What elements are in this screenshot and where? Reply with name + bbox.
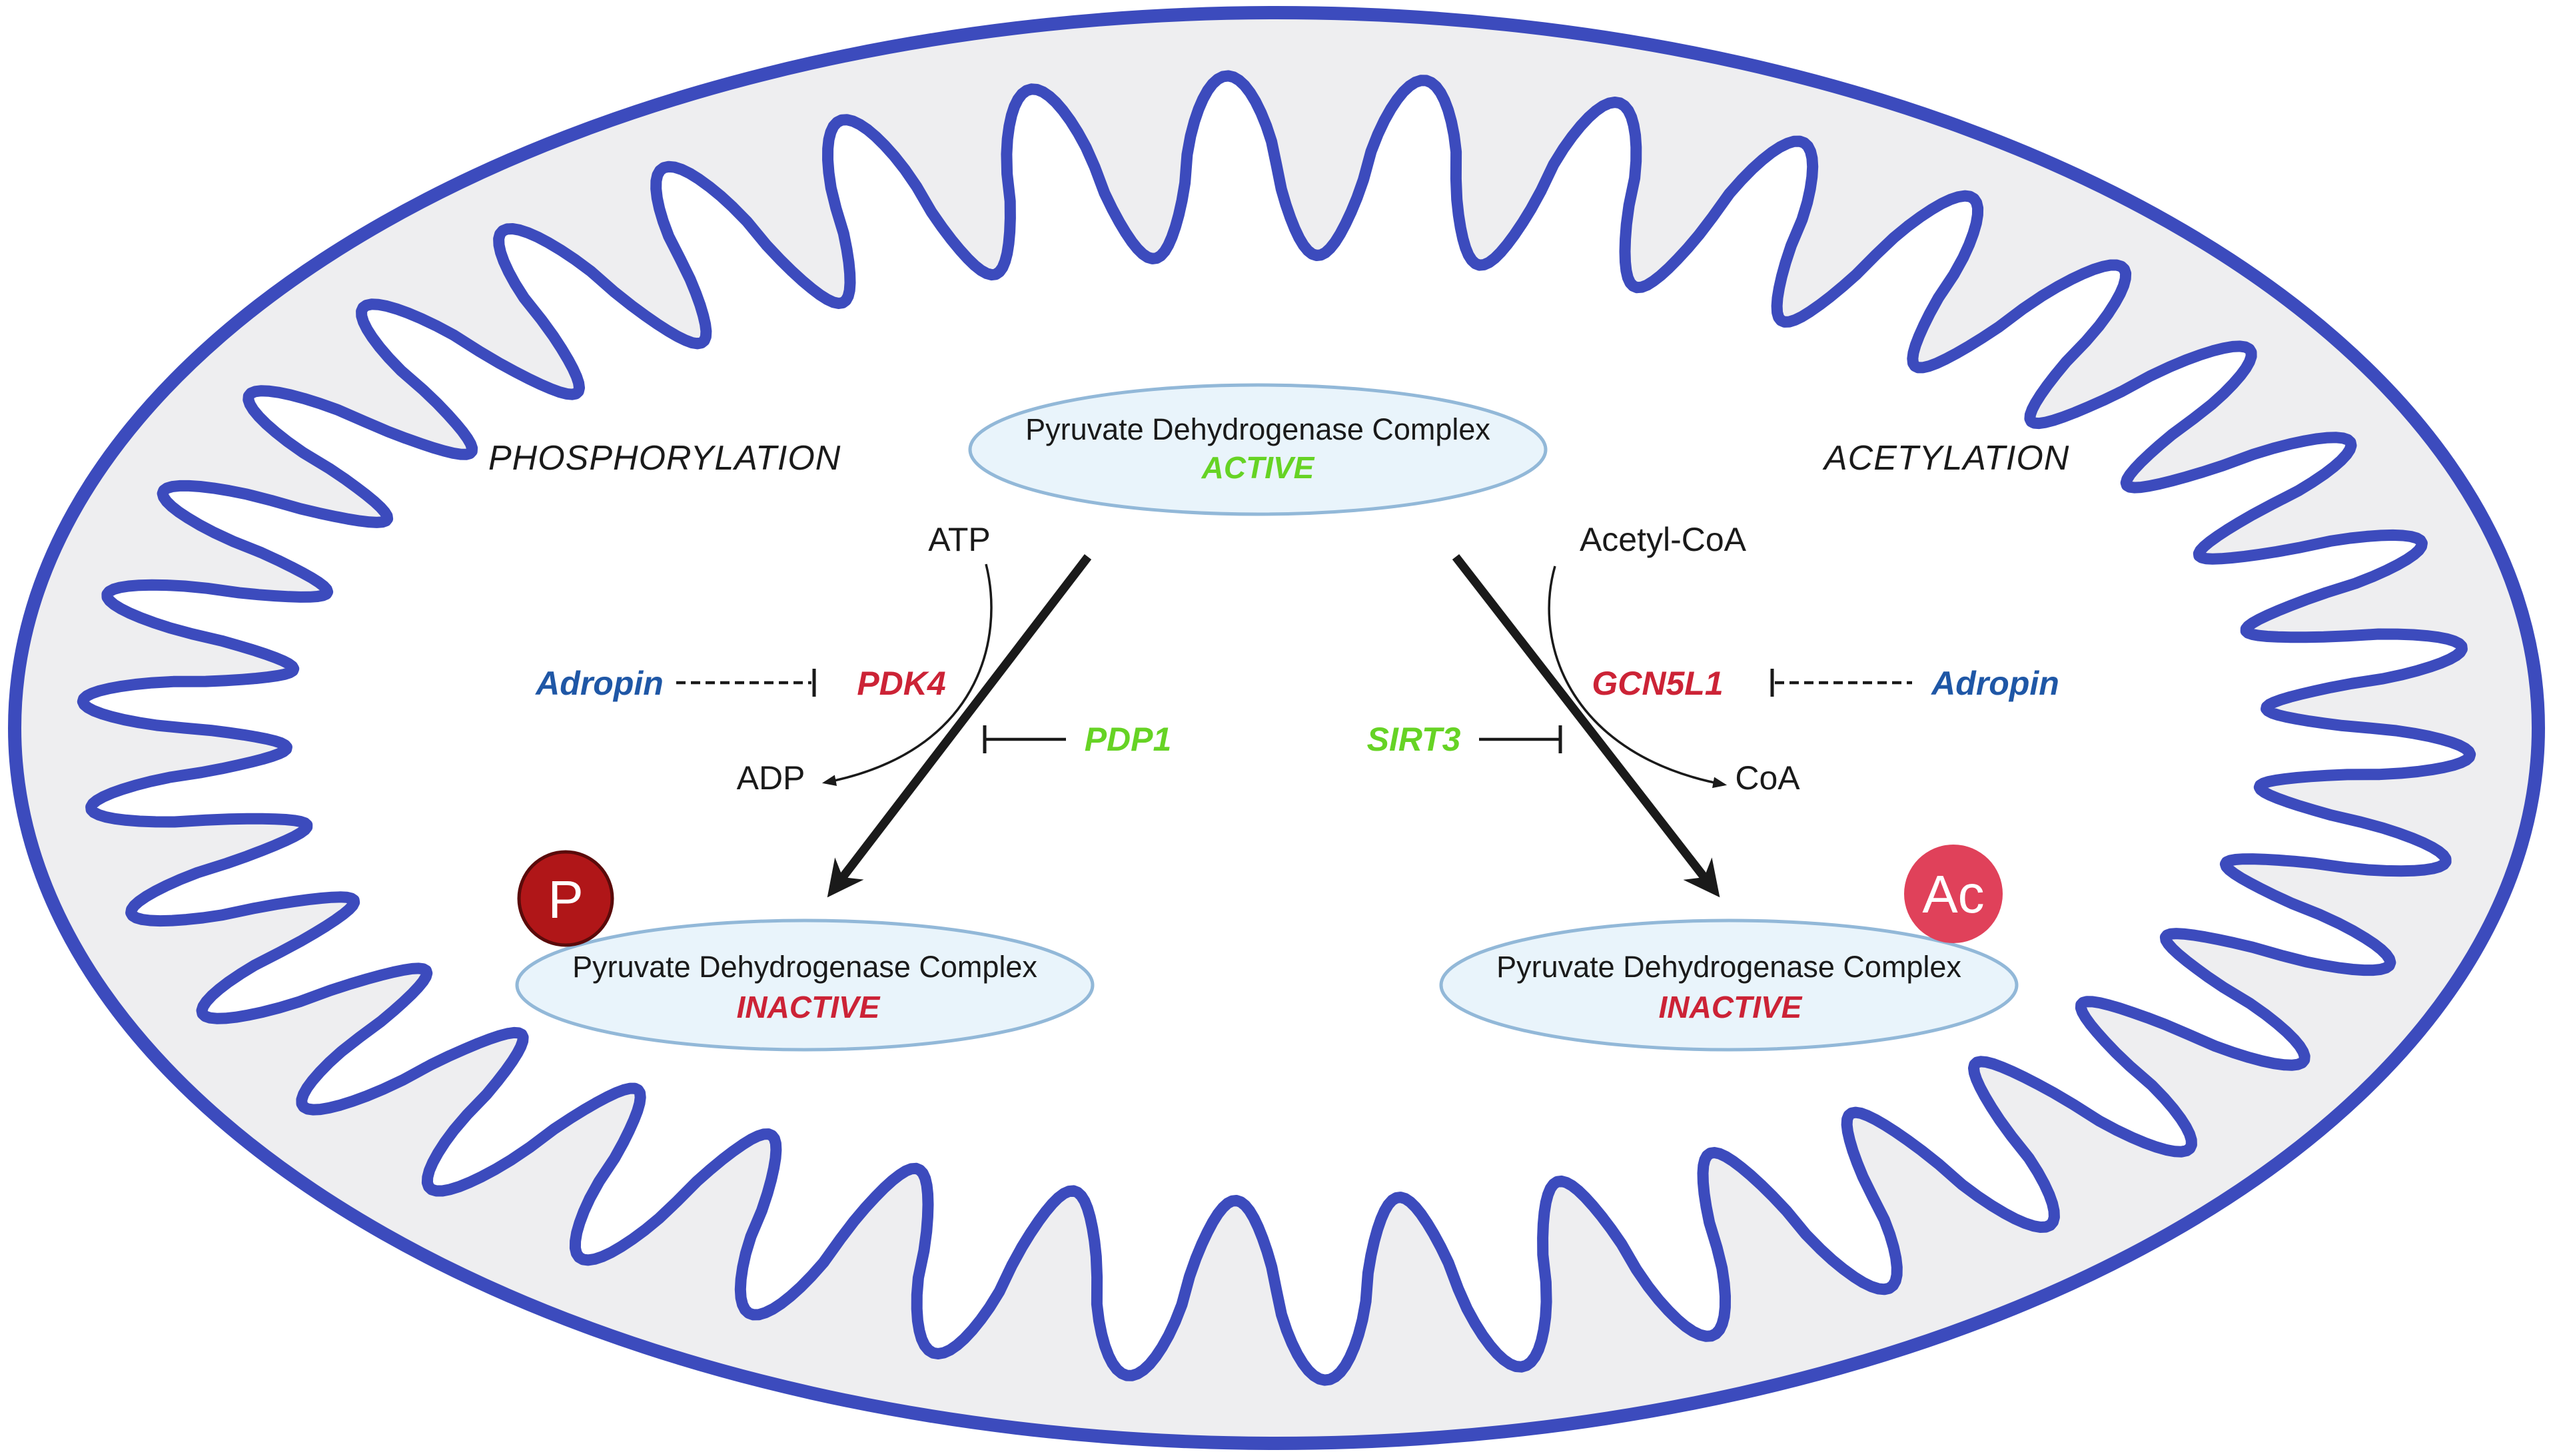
complex-active: Pyruvate Dehydrogenase Complex ACTIVE xyxy=(968,383,1548,516)
pdp1-label: PDP1 xyxy=(1085,721,1172,758)
sirt3-label: SIRT3 xyxy=(1367,721,1461,758)
adropin-left-label: Adropin xyxy=(534,665,664,702)
acetylation-label: ACETYLATION xyxy=(1822,439,2069,478)
acetyl-badge-label: Ac xyxy=(1922,865,1984,924)
phosphorylation-arrow xyxy=(827,554,1092,898)
complex-left-state: INACTIVE xyxy=(737,990,881,1024)
complex-inactive-acetylated: Pyruvate Dehydrogenase Complex INACTIVE … xyxy=(1439,845,2019,1052)
complex-right-name: Pyruvate Dehydrogenase Complex xyxy=(1496,950,1961,984)
inner-membrane-cristae xyxy=(77,70,2476,1386)
adropin-inhibits-pdk4 xyxy=(676,669,816,697)
adp-label: ADP xyxy=(737,759,805,797)
coa-label: CoA xyxy=(1735,759,1800,797)
atp-label: ATP xyxy=(928,521,991,558)
acetyl-badge xyxy=(1904,845,2003,943)
phosphate-badge-label: P xyxy=(548,870,583,929)
atp-to-adp-curve xyxy=(821,563,993,787)
pdp1-inhibits-phosphorylation xyxy=(983,725,1066,753)
complex-right-shape xyxy=(1439,918,2019,1052)
complex-active-state: ACTIVE xyxy=(1201,450,1315,485)
acetyl-coa-label: Acetyl-CoA xyxy=(1580,521,1747,558)
phosphorylation-label: PHOSPHORYLATION xyxy=(488,439,841,478)
phosphate-badge xyxy=(517,850,614,947)
adropin-right-label: Adropin xyxy=(1930,665,2059,702)
complex-active-shape xyxy=(968,383,1548,516)
sirt3-inhibits-acetylation xyxy=(1479,725,1562,753)
complex-active-name: Pyruvate Dehydrogenase Complex xyxy=(1025,412,1490,446)
acetylcoa-to-coa-curve xyxy=(1548,565,1728,789)
gcn5l1-label: GCN5L1 xyxy=(1592,665,1723,702)
complex-left-shape xyxy=(515,918,1095,1052)
pdk4-label: PDK4 xyxy=(857,665,945,702)
complex-right-state: INACTIVE xyxy=(1659,990,1803,1024)
complex-left-name: Pyruvate Dehydrogenase Complex xyxy=(572,950,1037,984)
adropin-inhibits-gcn5l1 xyxy=(1770,669,1912,697)
complex-inactive-phosphorylated: Pyruvate Dehydrogenase Complex INACTIVE … xyxy=(515,850,1095,1052)
acetylation-arrow xyxy=(1452,554,1720,898)
